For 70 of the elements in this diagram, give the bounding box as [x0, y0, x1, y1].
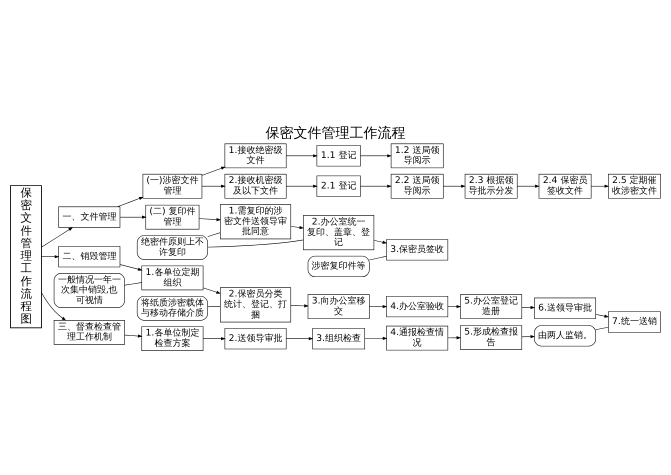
arrow	[364, 336, 388, 340]
node-box: 三、督查检查管理工作机制	[54, 320, 125, 345]
connector	[208, 240, 304, 248]
node-box: 3.向办公室移交	[308, 294, 370, 319]
arrow	[41, 255, 60, 258]
connector	[124, 282, 142, 286]
arrow	[522, 306, 536, 310]
node-box: 2.5 定期催收涉密文件	[608, 174, 661, 199]
arrow	[290, 226, 304, 230]
node-box: 2.2 送局领导阅示	[390, 174, 444, 199]
node-box: 5.形成检查报告	[460, 325, 522, 350]
arrow	[120, 264, 143, 271]
node-box: 1.接收绝密级文件	[224, 144, 286, 168]
arrow	[203, 288, 221, 294]
node-box: 由两人监销。	[534, 325, 596, 346]
arrow	[517, 184, 540, 188]
node-box: 二、销毁管理	[58, 246, 120, 268]
arrow	[120, 216, 147, 219]
node-box: 2.保密员分类统计、登记、打捆	[220, 287, 292, 322]
connector	[595, 326, 608, 330]
connector	[207, 306, 220, 308]
node-box: 3.保密员签收	[386, 239, 448, 260]
node-box: 一、文件管理	[58, 206, 120, 228]
node-box: 一般情况一年一次集中销毁,也可视情	[54, 273, 125, 308]
arrow	[202, 166, 226, 176]
node-box: (一)涉密文件管理	[142, 174, 202, 199]
arrow	[290, 304, 309, 308]
arrow	[286, 184, 318, 188]
arrow	[369, 304, 388, 308]
node-box: 绝密件原则上不许复印	[136, 235, 208, 260]
arrow	[203, 337, 226, 340]
node-box: 6.送领导审批	[534, 298, 596, 319]
node-box: 2.办公室统一复印、盖章、登记	[303, 215, 374, 250]
node-box: (二) 复印件管理	[145, 204, 200, 230]
arrow	[286, 337, 314, 340]
diagram-title: 保密文件管理工作流程	[266, 126, 406, 142]
node-box: 2.接收机密级及以下文件	[224, 174, 286, 199]
arrow	[590, 184, 610, 188]
arrow	[41, 227, 74, 248]
arrow	[286, 154, 318, 158]
connector	[207, 232, 220, 237]
node-box: 1.1 登记	[316, 145, 361, 166]
node-box: 3.组织检查	[312, 328, 366, 350]
node-box: 2.4 保密员签收文件	[538, 174, 592, 199]
arrow	[443, 184, 466, 188]
arrow	[202, 184, 226, 188]
arrow	[41, 292, 66, 321]
node-box: 1.需复印的涉密文件送领导审批同意	[220, 204, 292, 240]
arrow	[595, 314, 610, 318]
arrow	[198, 218, 222, 222]
connector	[369, 256, 387, 260]
node-box: 7.统一送销	[608, 311, 661, 333]
node-box: 2.送领导审批	[224, 328, 286, 350]
node-box: 1.2 送局领导阅示	[390, 144, 444, 168]
node-box: 4.办公室验收	[386, 296, 448, 318]
node-box: 2.1 登记	[316, 176, 361, 197]
node-box: 将纸质涉密载体与移动存储介质	[136, 296, 208, 321]
node-box: 4.通报检查情况	[386, 326, 448, 350]
node-box: 1.各单位制定检查方案	[141, 326, 204, 351]
node-box: 1.各单位定期组织	[141, 266, 204, 290]
arrow	[124, 334, 143, 338]
arrow	[448, 304, 462, 308]
node-box: 2.3 根据领导批示分发	[464, 174, 518, 199]
node-box: 涉密复印件等	[308, 256, 370, 278]
node-box: 5.办公室登记造册	[460, 294, 522, 319]
arrow	[360, 154, 392, 158]
arrow	[360, 184, 392, 188]
node-box: 保密文件管理工作流程图	[10, 185, 42, 328]
arrow	[117, 196, 144, 208]
arrow	[374, 240, 388, 244]
